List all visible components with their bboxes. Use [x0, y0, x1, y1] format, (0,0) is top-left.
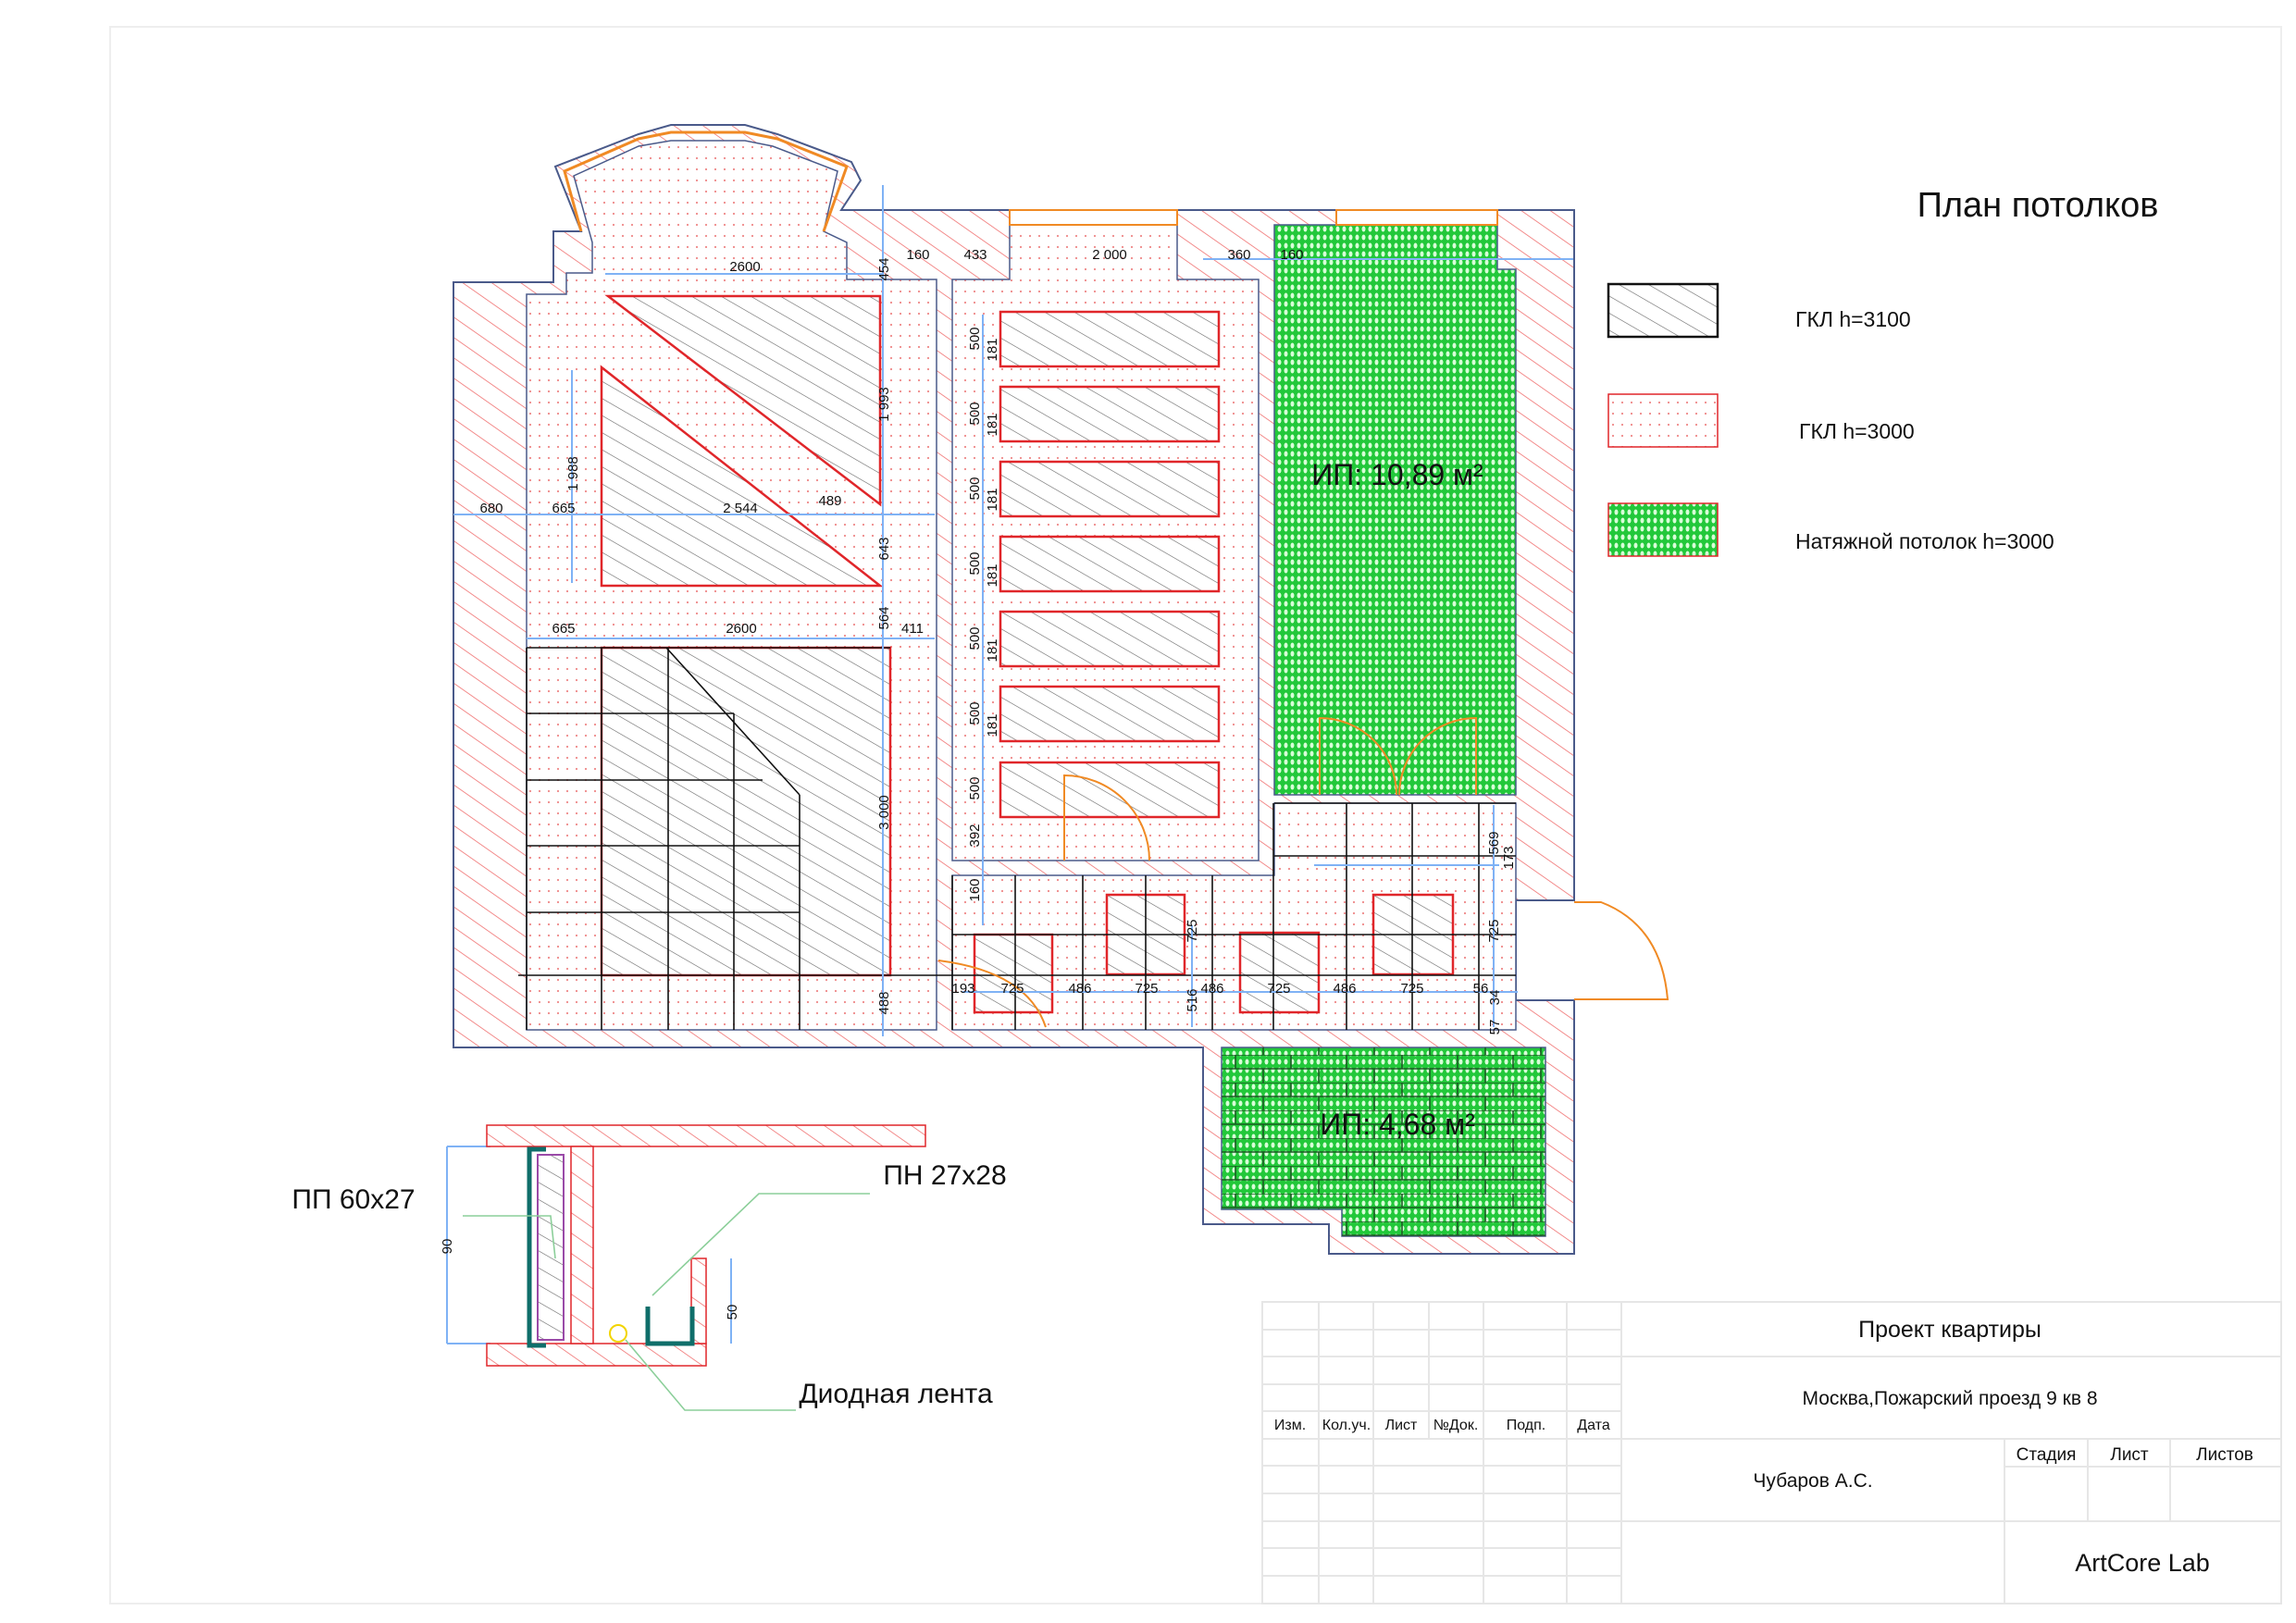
dim-label: 56 — [1473, 981, 1489, 997]
dim-label: 181 — [985, 638, 1000, 662]
gkl-panel-lower-left — [600, 646, 892, 977]
pn-profile — [645, 1307, 695, 1346]
dim-label: 500 — [967, 776, 983, 799]
dim-label: 500 — [967, 327, 983, 350]
tb-header: Дата — [1577, 1418, 1610, 1433]
gkl-triangle-upper — [604, 294, 882, 507]
legend-label: ГКЛ h=3100 — [1795, 307, 1911, 331]
dim-label: 181 — [985, 488, 1000, 511]
led-strip-icon — [609, 1324, 627, 1343]
dimension-labels: 2600 454 160 433 2 000 360 160 1 993 1 9… — [479, 247, 1517, 1035]
project-title: Проект квартиры — [1858, 1317, 2042, 1343]
area-label-large: ИП: 10,89 м² — [1311, 458, 1483, 491]
dim-label: 500 — [967, 477, 983, 500]
dim-label: 489 — [818, 493, 841, 509]
dim-label: 665 — [552, 501, 575, 516]
tb-header: Изм. — [1274, 1418, 1306, 1433]
dim-label: 34 — [1487, 990, 1503, 1006]
dim-label: 725 — [1486, 919, 1502, 942]
dim-label: 500 — [967, 551, 983, 575]
dim-label: 90 — [440, 1239, 455, 1255]
dim-label: 50 — [725, 1305, 740, 1320]
door-swings — [937, 716, 1669, 1028]
dim-label: 193 — [951, 981, 974, 997]
project-address: Москва,Пожарский проезд 9 кв 8 — [1802, 1388, 2097, 1409]
dim-label: 433 — [963, 247, 987, 263]
led-label: Диодная лента — [799, 1379, 993, 1409]
dim-label: 160 — [967, 878, 983, 901]
dim-label: 392 — [967, 824, 983, 847]
dim-label: 1 993 — [876, 387, 892, 422]
dim-label: 486 — [1068, 981, 1091, 997]
tb-header: Лист — [1385, 1418, 1418, 1433]
dim-label: 500 — [967, 626, 983, 650]
dim-label: 2 544 — [723, 501, 758, 516]
dim-label: 2 000 — [1092, 247, 1127, 263]
section-detail: ПП 60x27 ПН 27x28 Диодная лента 90 50 — [292, 1124, 1007, 1411]
dim-label: 725 — [1135, 981, 1158, 997]
dim-label: 486 — [1333, 981, 1356, 997]
tb-header: Кол.уч. — [1322, 1418, 1371, 1433]
dim-label: 516 — [1185, 988, 1200, 1011]
dim-label: 2600 — [726, 621, 756, 637]
grid-lines — [518, 647, 1516, 1030]
legend-swatch-gkl-3000 — [1607, 393, 1719, 448]
area-label-small: ИП: 4,68 м² — [1320, 1108, 1475, 1141]
tb-stage-header: Стадия — [2017, 1445, 2077, 1465]
dim-label: 181 — [985, 413, 1000, 436]
dim-label: 486 — [1200, 981, 1223, 997]
dim-label: 360 — [1227, 247, 1250, 263]
dim-label: 569 — [1486, 831, 1502, 854]
pp-profile — [527, 1146, 546, 1348]
gkl-triangle-lower — [600, 365, 884, 588]
legend-label: Натяжной потолок h=3000 — [1795, 529, 2054, 553]
author-name: Чубаров А.С. — [1753, 1470, 1872, 1492]
stretch-ceiling-large — [1273, 224, 1517, 796]
dim-label: 665 — [552, 621, 575, 637]
tb-header: Подп. — [1507, 1418, 1546, 1433]
dim-label: 57 — [1487, 1020, 1503, 1035]
title-block: Проект квартиры Москва,Пожарский проезд … — [1261, 1301, 2282, 1604]
dim-label: 1 988 — [565, 456, 581, 491]
drawing-title: План потолков — [1917, 186, 2159, 225]
window — [1009, 209, 1178, 226]
page-frame — [109, 26, 2282, 1604]
legend-swatch-stretch — [1607, 502, 1719, 557]
hall-panels — [999, 310, 1221, 819]
dim-label: 181 — [985, 338, 1000, 361]
dim-label: 564 — [876, 606, 892, 629]
tile-lines — [1222, 1047, 1545, 1236]
dim-label: 181 — [985, 564, 1000, 587]
dim-label: 454 — [876, 257, 892, 280]
dim-label: 3 000 — [876, 795, 892, 830]
dim-label: 500 — [967, 701, 983, 725]
pn-label: ПН 27x28 — [883, 1160, 1006, 1191]
dim-label: 411 — [901, 621, 924, 637]
legend-label: ГКЛ h=3000 — [1799, 419, 1915, 443]
dim-label: 725 — [1400, 981, 1423, 997]
dim-label: 725 — [1185, 919, 1200, 942]
dimension-lines — [446, 185, 1573, 1344]
dim-label: 488 — [876, 991, 892, 1014]
tb-stage-header: Листов — [2196, 1445, 2253, 1465]
dim-label: 173 — [1501, 846, 1517, 869]
tb-header: №Док. — [1433, 1418, 1479, 1433]
dim-label: 643 — [876, 537, 892, 560]
pp-label: ПП 60x27 — [292, 1184, 415, 1215]
dim-label: 725 — [1000, 981, 1024, 997]
dim-label: 2600 — [729, 259, 760, 275]
window — [1335, 209, 1498, 226]
dim-label: 160 — [906, 247, 929, 263]
bay-window — [563, 130, 849, 232]
tb-stage-header: Лист — [2110, 1445, 2149, 1465]
dim-label: 160 — [1280, 247, 1303, 263]
dim-label: 500 — [967, 402, 983, 425]
company-name: ArtCore Lab — [2075, 1549, 2210, 1577]
legend-swatch-gkl-3100 — [1607, 282, 1719, 339]
dim-label: 680 — [479, 501, 503, 516]
dim-label: 181 — [985, 713, 1000, 737]
dim-label: 725 — [1267, 981, 1290, 997]
